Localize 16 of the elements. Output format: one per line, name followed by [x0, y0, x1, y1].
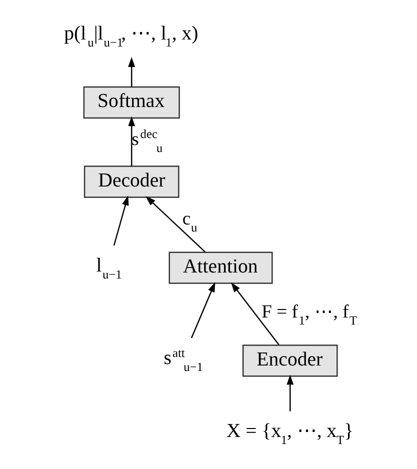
node-box: Softmax — [82, 86, 180, 118]
arrow — [145, 196, 206, 252]
edge-label: F = f$_{1}$, ⋯, f$_{T}$ — [261, 300, 357, 327]
node-box: Decoder — [83, 165, 179, 198]
arrow — [190, 282, 215, 338]
node-text: X = {x$_{1}$, ⋯, x$_{T}$} — [226, 420, 353, 447]
edge-label: c$_{u}$ — [182, 208, 197, 234]
arrow — [128, 56, 135, 86]
node-box: Attention — [168, 251, 272, 284]
arrow — [286, 374, 294, 411]
arrow — [230, 282, 279, 345]
arrow — [128, 116, 135, 166]
node-text: l$_{u−1}$ — [96, 254, 122, 281]
node-box: Encoder — [242, 344, 338, 376]
arrow — [112, 194, 128, 246]
node-text: p(l$_{u}$|l$_{u−1}$, ⋯, l$_{1}$, x) — [64, 22, 198, 50]
